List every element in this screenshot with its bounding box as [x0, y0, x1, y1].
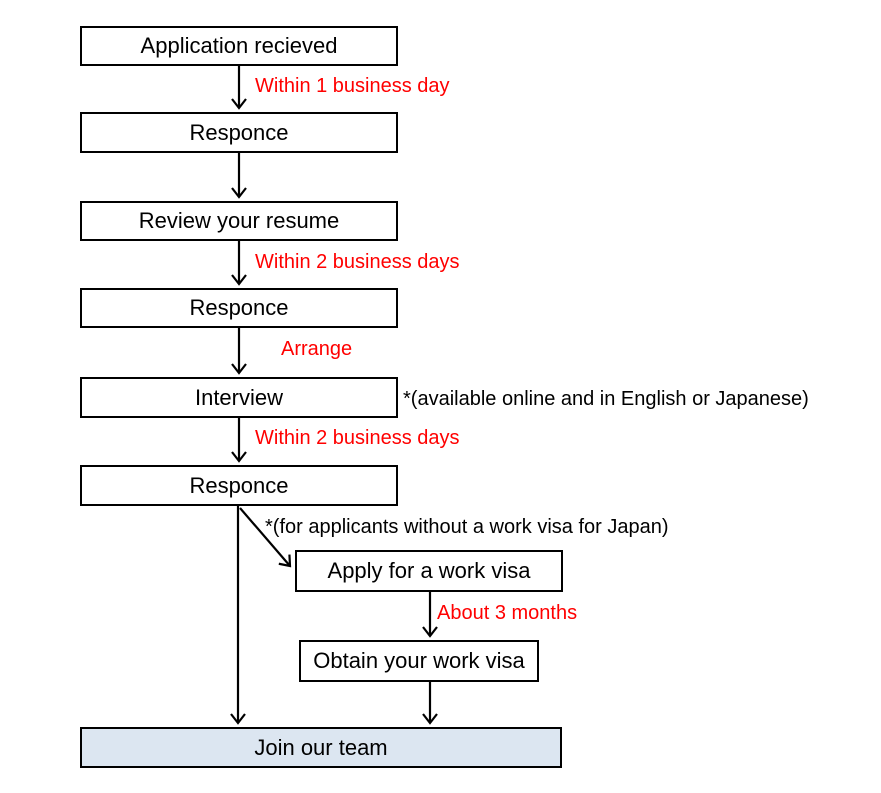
flow-box-apply-work-visa: Apply for a work visa [295, 550, 563, 592]
flow-box-obtain-work-visa: Obtain your work visa [299, 640, 539, 682]
edge-label-within-1-business-day: Within 1 business day [255, 75, 450, 97]
note-interview-availability: *(available online and in English or Jap… [403, 388, 809, 410]
flow-box-label: Join our team [254, 734, 388, 760]
edge-label-about-3-months: About 3 months [437, 602, 578, 624]
flow-box-response-1: Responce [80, 112, 398, 153]
flow-box-application-received: Application recieved [80, 26, 398, 66]
edge-label-within-2-business-days-2: Within 2 business days [255, 427, 460, 449]
note-work-visa-applicants: *(for applicants without a work visa for… [265, 516, 669, 538]
edge-label-within-2-business-days-1: Within 2 business days [255, 251, 460, 273]
flow-box-label: Responce [189, 472, 289, 498]
flow-box-interview: Interview [80, 377, 398, 418]
flow-box-label: Application recieved [140, 33, 338, 58]
flow-box-label: Interview [194, 384, 284, 410]
flow-box-label: Responce [189, 295, 289, 320]
arrow-response3-to-apply-visa [239, 507, 292, 568]
flow-box-label: Obtain your work visa [313, 648, 525, 673]
flow-box-label: Responce [189, 119, 289, 145]
flow-box-response-2: Responce [80, 288, 398, 328]
flow-box-response-3: Responce [80, 465, 398, 506]
flow-box-review-resume: Review your resume [80, 201, 398, 241]
edge-label-arrange: Arrange [281, 338, 353, 360]
flow-box-join-our-team: Join our team [80, 727, 562, 768]
flow-box-label: Review your resume [138, 208, 340, 233]
flow-box-label: Apply for a work visa [327, 558, 531, 583]
